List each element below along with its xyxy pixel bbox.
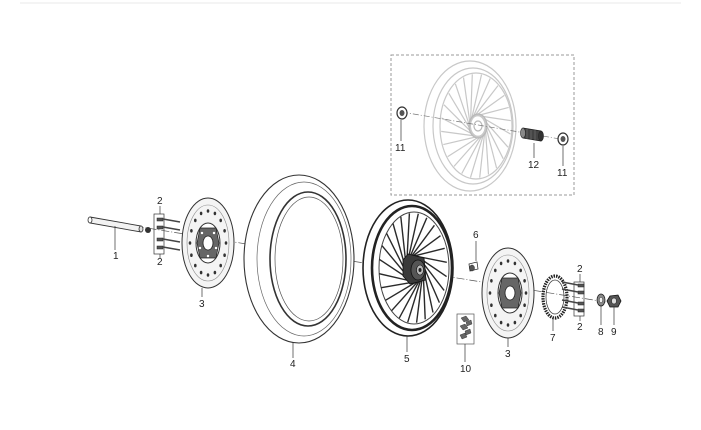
disc-vent-hole: [519, 313, 522, 318]
disc-vent-hole: [506, 323, 510, 327]
disc-vent-hole: [499, 261, 503, 266]
disc-vent-hole: [213, 211, 217, 216]
disc-vent-hole: [513, 320, 517, 325]
disc-vent-hole: [499, 320, 503, 325]
disc-vent-hole: [213, 270, 217, 275]
disc-vent-hole: [488, 291, 492, 295]
callout-2-right-bottom: 2: [577, 322, 583, 333]
callout-11-right: 11: [557, 168, 568, 179]
axle-nut: [606, 294, 622, 308]
wheel-spoke: [453, 131, 486, 167]
callout-5: 5: [404, 354, 410, 365]
callout-2-left-top: 2: [157, 196, 163, 207]
disc-vent-hole: [523, 279, 526, 283]
callout-11-left: 11: [395, 143, 406, 154]
inset-faded-wheel: [423, 60, 517, 192]
wheel-spoke: [443, 134, 483, 146]
disc-vent-hole: [494, 313, 497, 318]
disc-vent-hole: [223, 229, 226, 233]
disc-vent-hole: [523, 303, 526, 308]
disc-vent-hole: [194, 263, 197, 268]
disc-vent-hole: [199, 270, 203, 275]
spacer-tube: [520, 127, 544, 142]
disc-vent-hole: [524, 291, 528, 295]
tyre: [243, 174, 355, 344]
callout-3-left: 3: [199, 299, 205, 310]
wheel-spoke: [441, 130, 481, 138]
disc-vent-hole: [219, 263, 222, 268]
brake-disc-left: [181, 197, 235, 289]
disc-vent-hole: [190, 253, 193, 257]
disc-vent-hole: [494, 268, 497, 273]
wheel-spoke: [461, 128, 487, 174]
callout-2-right-top: 2: [577, 264, 583, 275]
callout-10: 10: [460, 364, 472, 375]
callout-8: 8: [598, 327, 604, 338]
callout-1: 1: [113, 251, 119, 262]
callout-6: 6: [473, 230, 479, 241]
disc-vent-hole: [194, 218, 197, 223]
inset-detail-group: [390, 54, 575, 196]
disc-vent-hole: [223, 253, 226, 257]
disc-vent-hole: [190, 229, 193, 233]
disc-vent-hole: [224, 241, 228, 245]
callout-2-left-bottom: 2: [157, 257, 163, 268]
disc-vent-hole: [513, 261, 517, 266]
disc-vent-hole: [506, 259, 510, 263]
valve: [468, 261, 479, 272]
disc-vent-hole: [188, 241, 192, 245]
disc-vent-hole: [490, 303, 493, 308]
disc-vent-hole: [206, 273, 210, 277]
wheel-spoke: [473, 106, 509, 118]
wheel-spoke: [479, 123, 487, 178]
disc-vent-hole: [519, 268, 522, 273]
spacer-ring: [596, 293, 606, 307]
disc-vent-hole: [199, 211, 203, 216]
inset-dashed-frame: [390, 54, 575, 196]
bearing-left: [396, 106, 408, 120]
disc-vent-hole: [206, 209, 210, 213]
wheel-rim: [362, 199, 454, 337]
callout-12: 12: [528, 160, 540, 171]
abs-tone-ring: [541, 274, 569, 320]
callout-4: 4: [290, 359, 296, 370]
inset-axis-line: [401, 111, 567, 141]
bearing-right: [557, 132, 569, 146]
axle-shaft: [87, 216, 151, 233]
callout-9: 9: [611, 327, 617, 338]
brake-disc-right: [481, 247, 535, 339]
callout-7: 7: [550, 333, 556, 344]
callout-3-right: 3: [505, 349, 511, 360]
wheel-spoke: [475, 114, 511, 122]
disc-vent-hole: [219, 218, 222, 223]
balance-weights: [456, 313, 475, 345]
disc-vent-hole: [490, 279, 493, 283]
bolt-set-left: [153, 213, 181, 255]
bolt-set-right: [561, 281, 585, 317]
